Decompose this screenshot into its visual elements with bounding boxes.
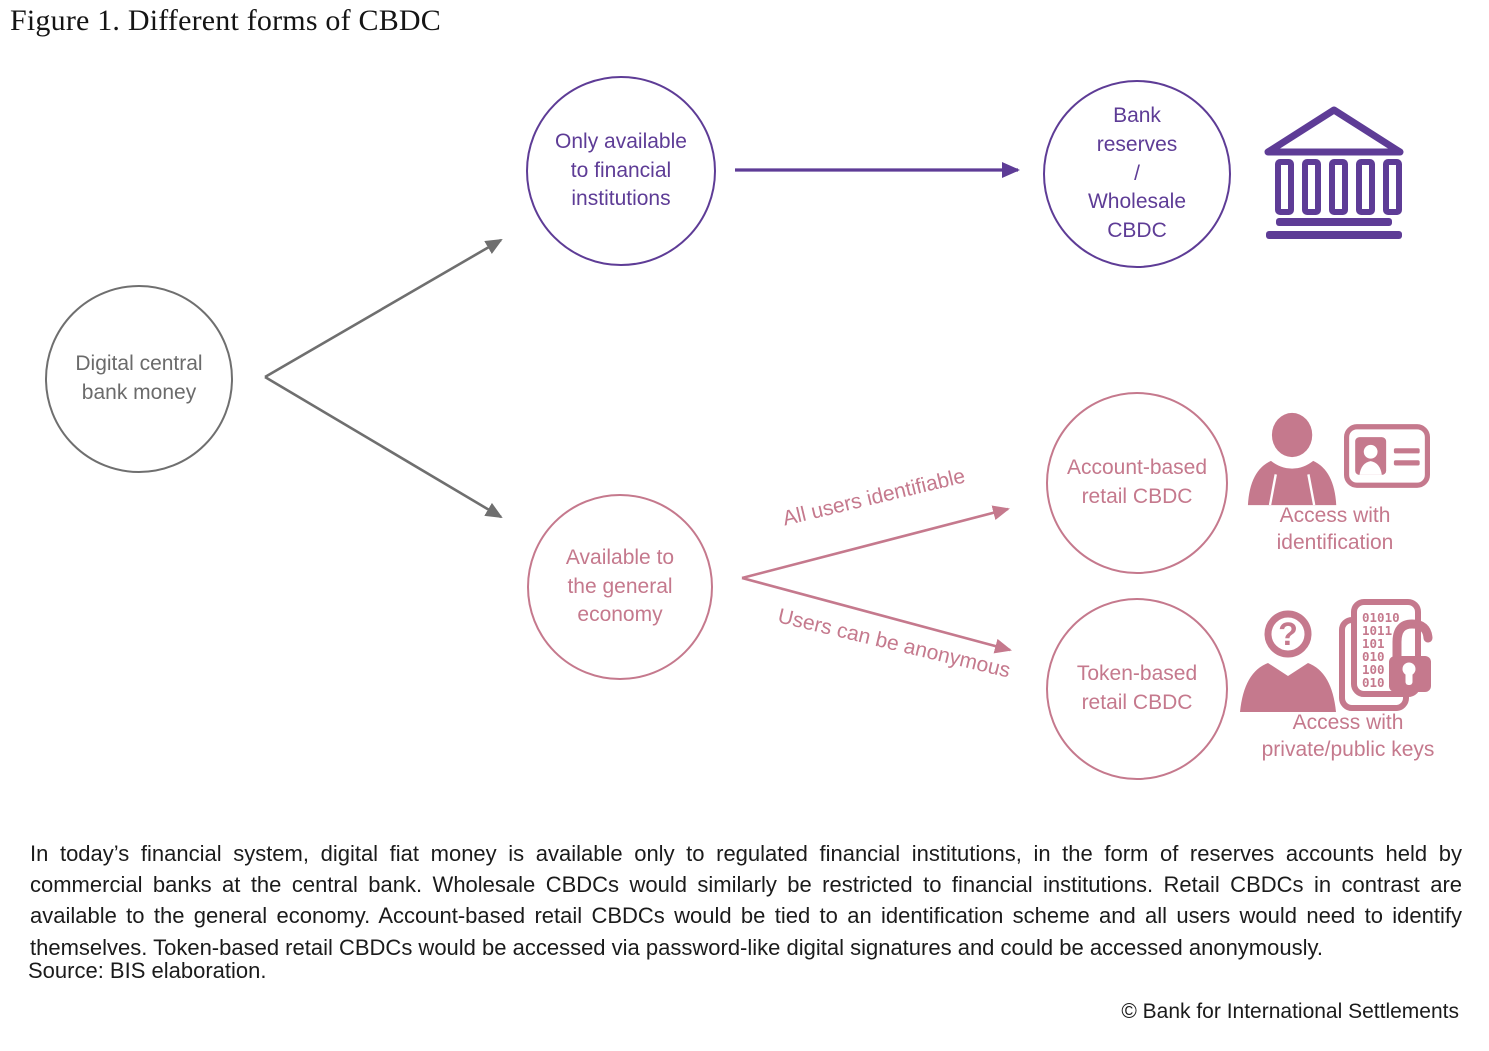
node-label: Token-based retail CBDC [1076,662,1198,714]
node-wholesale-cbdc: Bank reserves / Wholesale CBDC [1043,80,1231,268]
binary-line: 1011 [1362,623,1392,638]
bank-building-icon [1264,106,1404,239]
edge-label-all-users-identifiable: All users identifiable [780,464,968,531]
root-fork-arrows [264,238,503,519]
node-label: Digital central bank money [75,352,203,404]
node-label: Available to the general economy [565,545,675,627]
figure-title: Figure 1. Different forms of CBDC [10,4,441,37]
node-label: Only available to financial institutions [555,129,687,211]
binary-line: 010 [1362,675,1385,690]
binary-line: 101 [1362,636,1385,651]
id-card-icon [1344,424,1430,488]
source-note: Source: BIS elaboration. [28,958,267,983]
binary-document-lock-icon: 01010 1011 101 010 100 010 [1339,599,1433,711]
person-icon [1247,412,1337,506]
node-only-financial-institutions: Only available to financial institutions [526,76,716,266]
binary-line: 100 [1362,662,1385,677]
anonymous-person-icon: ? [1240,610,1336,712]
node-account-based-retail-cbdc: Account-based retail CBDC [1046,392,1228,574]
node-token-based-retail-cbdc: Token-based retail CBDC [1046,598,1228,780]
node-digital-central-bank-money: Digital central bank money [45,285,233,473]
node-label: Bank reserves / Wholesale CBDC [1087,103,1187,243]
edge-label-users-can-be-anonymous: Users can be anonymous [775,604,1013,683]
binary-line: 01010 [1362,610,1400,625]
caption-access-with-identification: Access with identification [1276,504,1394,554]
binary-line: 010 [1362,649,1385,664]
node-general-economy: Available to the general economy [527,494,713,680]
caption-access-with-keys: Access with private/public keys [1261,711,1435,761]
node-label: Account-based retail CBDC [1066,456,1208,508]
copyright-note: © Bank for International Settlements [1121,1000,1459,1023]
figure-description: In today’s financial system, digital fia… [30,841,1462,960]
question-mark-glyph: ? [1278,616,1298,652]
